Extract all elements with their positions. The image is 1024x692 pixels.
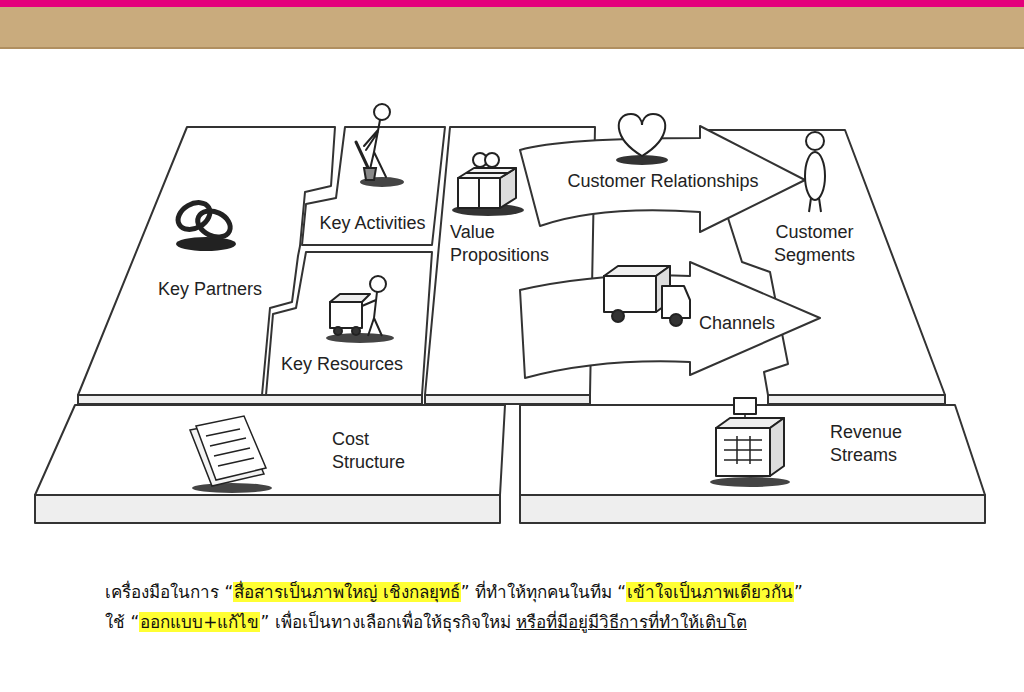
worker-with-cart <box>326 276 394 343</box>
customer-figure <box>805 132 825 212</box>
papers-icon <box>190 416 272 493</box>
shovel-blade <box>364 168 376 180</box>
canvas-block: Key Resources <box>272 353 412 376</box>
canvas-block: Cost Structure <box>330 428 430 474</box>
cart-front <box>330 302 362 328</box>
band-edge <box>0 47 1024 49</box>
slab-front <box>520 495 985 523</box>
canvas-block: Revenue Streams <box>828 421 928 467</box>
caption-text: ” ที่ทำให้ทุกคนในทีม “ <box>461 582 626 602</box>
highlighted-phrase: ออกแบบ+แก้ไข <box>139 612 260 632</box>
keys <box>724 414 762 464</box>
display <box>734 398 756 414</box>
heart-icon <box>616 114 668 165</box>
head <box>806 132 824 150</box>
shadow <box>176 237 236 251</box>
block-label: Key Resources <box>274 353 410 376</box>
caption-text: ใช้ “ <box>105 612 139 632</box>
text-lines <box>206 429 254 466</box>
relationships-arrow <box>520 126 805 232</box>
rings-icon <box>173 197 236 251</box>
wheel <box>352 327 360 335</box>
slab-front <box>425 395 590 404</box>
block-label: Channels <box>694 312 780 335</box>
canvas-block: Value Propositions <box>448 221 568 267</box>
canvas-block: Channels <box>692 312 782 335</box>
cart-top <box>330 294 370 302</box>
block-label: Value Propositions <box>450 221 566 267</box>
slab-front <box>78 395 422 404</box>
caption-line: เครื่องมือในการ “สื่อสารเป็นภาพใหญ่ เชิง… <box>105 579 803 605</box>
caption-text: ” <box>794 582 803 602</box>
shadow <box>192 483 272 493</box>
tan-band <box>0 7 1024 49</box>
block-label: Revenue Streams <box>830 421 926 467</box>
heart <box>619 114 666 156</box>
caption-text: หรือที่มีอยู่มีวิธีการที่ทำให้เติบโต <box>516 612 747 632</box>
key-activities-slab <box>302 127 445 245</box>
canvas-block: Key Activities <box>305 212 440 235</box>
highlighted-phrase: สื่อสารเป็นภาพใหญ่ เชิงกลยุทธ์ <box>233 582 460 602</box>
canvas-block: Customer Segments <box>762 221 867 267</box>
block-label: Key Partners <box>147 278 273 301</box>
highlighted-phrase: เข้าใจเป็นภาพเดียวกัน <box>626 582 794 602</box>
canvas-block: Customer Relationships <box>548 170 778 193</box>
pink-stripe <box>0 0 1024 7</box>
digging-person <box>356 104 404 187</box>
sheet <box>196 416 266 480</box>
truck-icon <box>604 266 690 326</box>
bow <box>485 153 499 167</box>
slab-front <box>768 395 945 404</box>
legs <box>809 198 821 212</box>
caption-text: ” เพื่อเป็นทางเลือกเพื่อให้ธุรกิจใหม่ <box>260 612 510 632</box>
canvas-block: Key Partners <box>145 278 275 301</box>
wheel <box>670 314 682 326</box>
cost-structure-slab <box>35 405 505 495</box>
cash-register-icon <box>710 398 790 487</box>
channels-arrow <box>520 262 820 378</box>
head <box>370 276 386 292</box>
key-resources-slab <box>266 252 432 395</box>
ring <box>173 197 214 235</box>
block-label: Customer Relationships <box>550 170 776 193</box>
wheel <box>612 310 624 322</box>
wheel <box>334 327 342 335</box>
cargo <box>604 276 656 312</box>
block-label: Customer Segments <box>764 221 865 267</box>
ring <box>194 206 235 242</box>
revenue-streams-slab <box>520 405 985 495</box>
shadow <box>710 477 790 487</box>
block-label: Key Activities <box>307 212 438 235</box>
caption-line: ใช้ “ออกแบบ+แก้ไข” เพื่อเป็นทางเลือกเพื่… <box>105 609 747 635</box>
block-label: Cost Structure <box>332 428 428 474</box>
slab-front <box>35 495 500 523</box>
gift-icon <box>452 153 524 216</box>
head <box>374 104 390 120</box>
register-front <box>716 428 770 476</box>
caption-text: เครื่องมือในการ “ <box>105 582 233 602</box>
ribbon <box>466 173 508 208</box>
register-side <box>770 418 784 476</box>
body <box>805 152 825 200</box>
canvas-slabs <box>35 126 985 523</box>
